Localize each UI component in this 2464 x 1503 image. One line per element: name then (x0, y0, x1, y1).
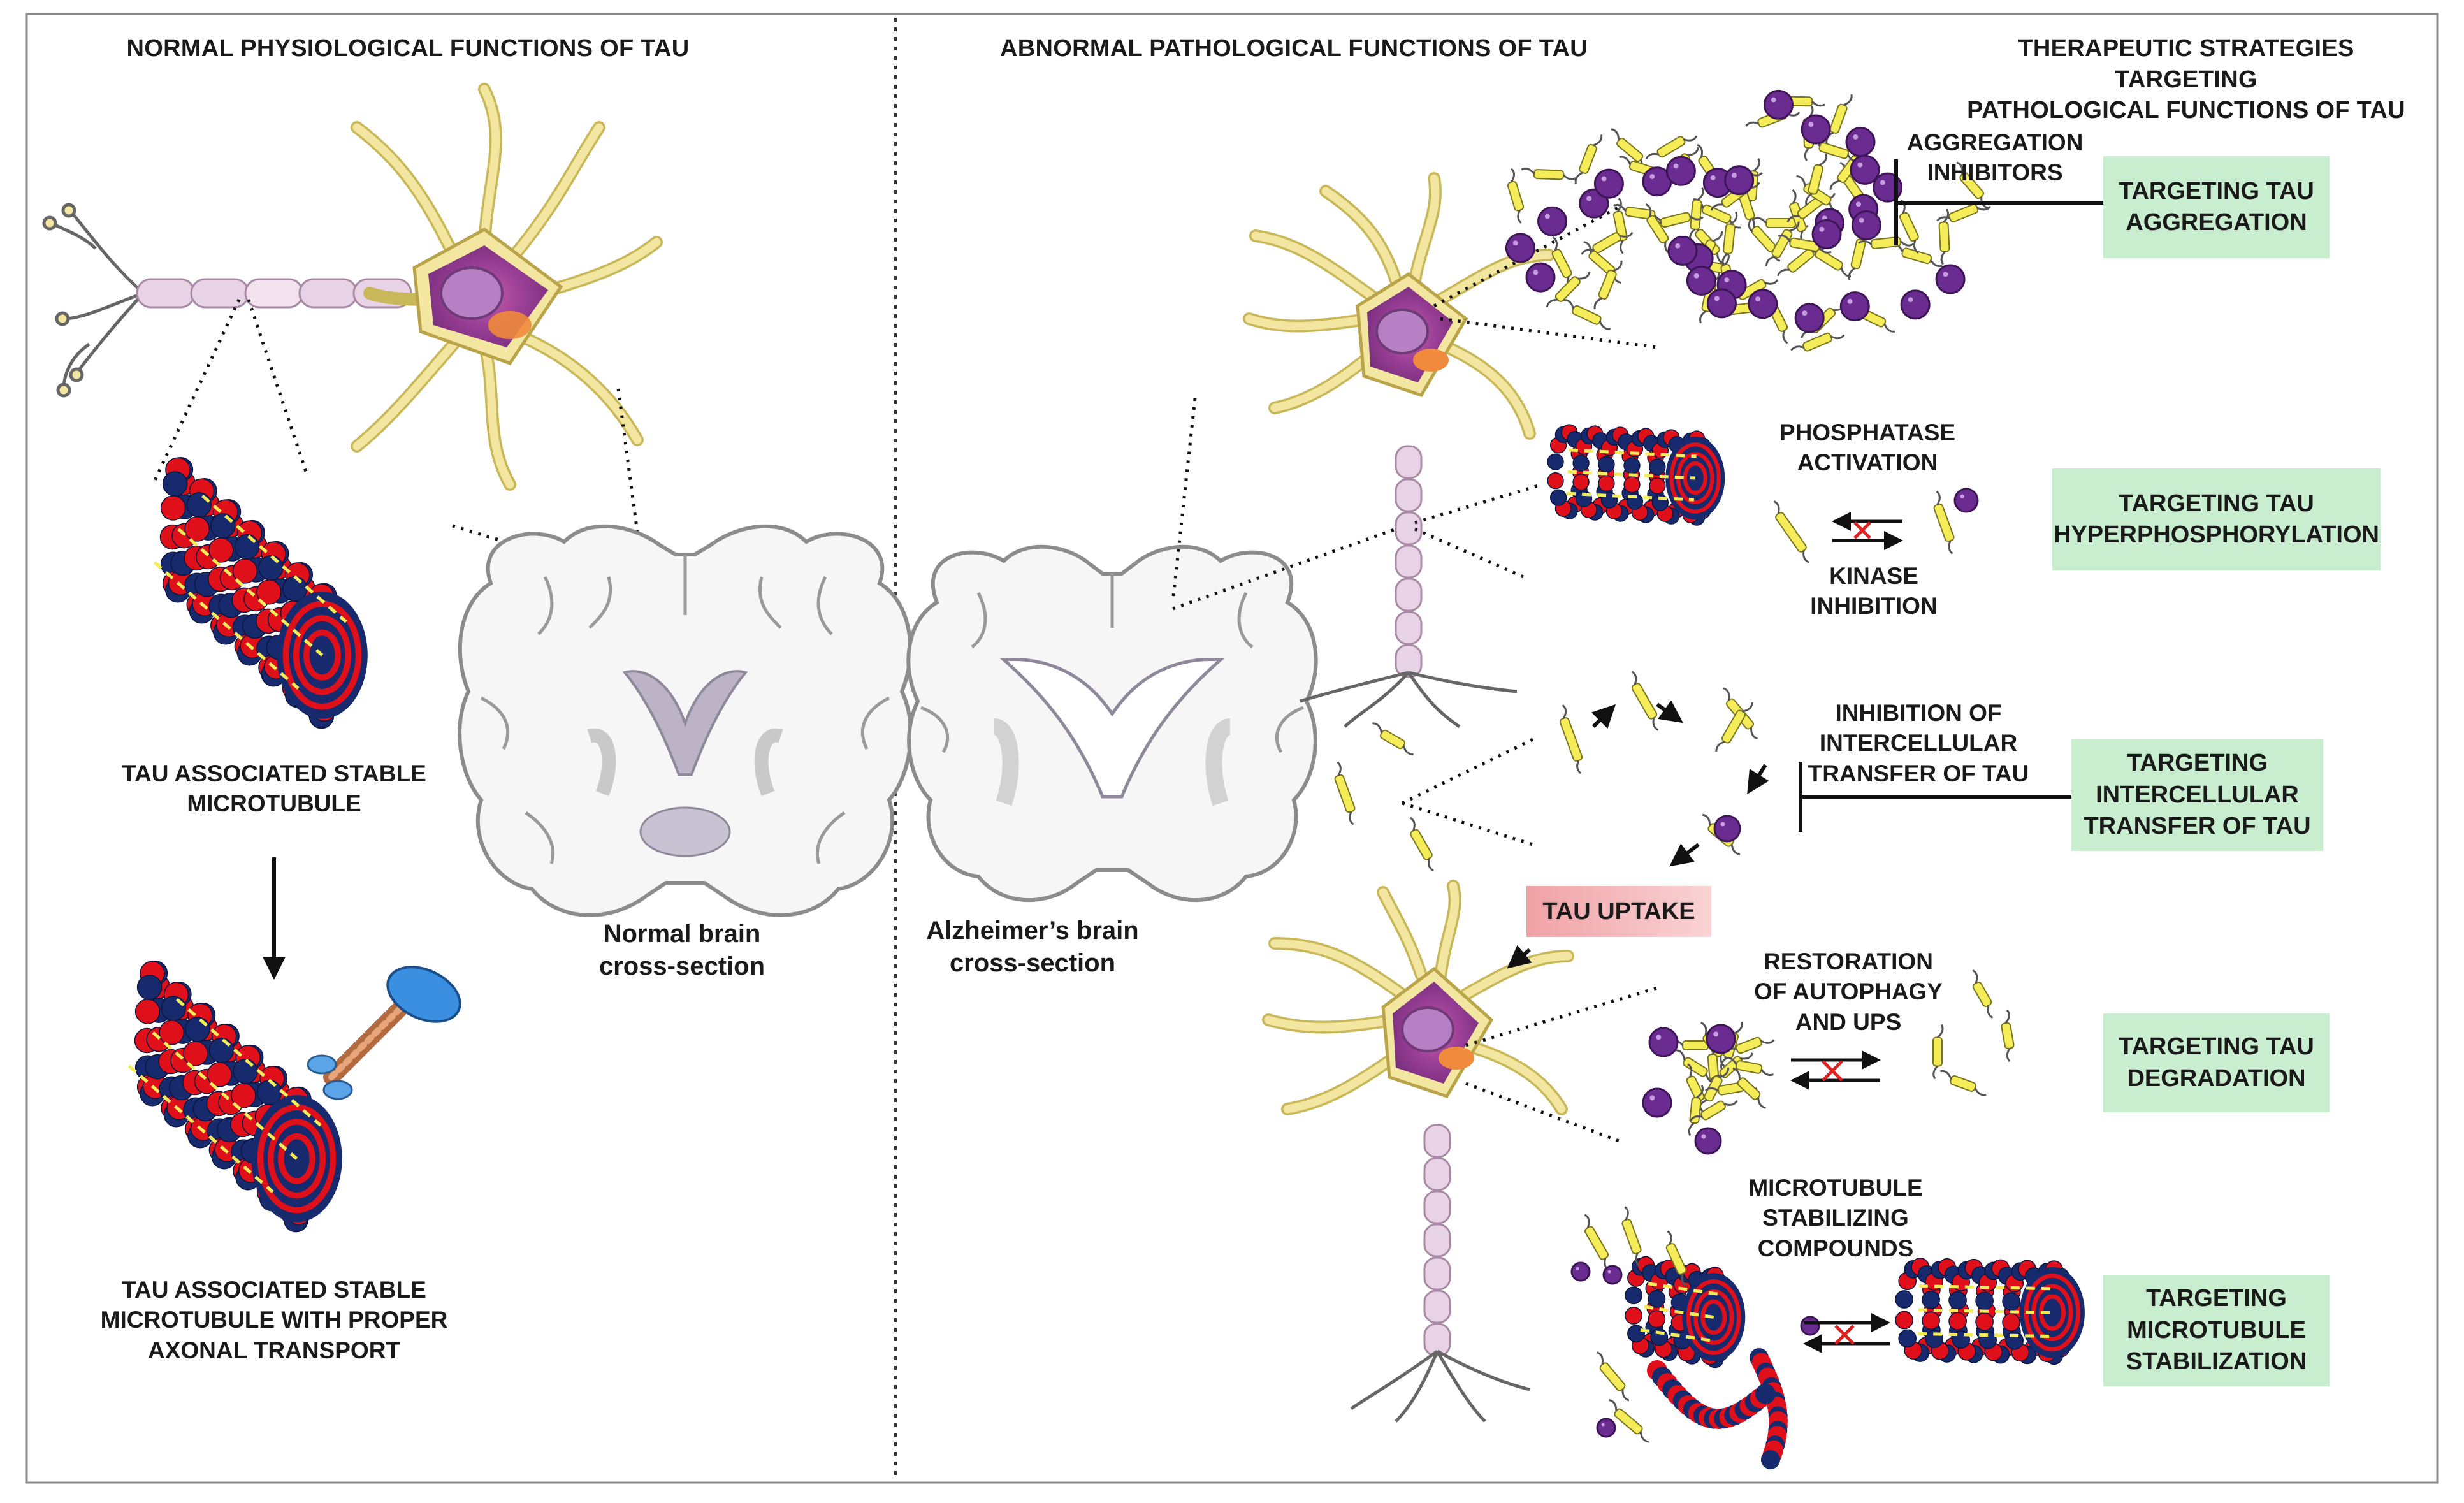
label-stable-microtubule: TAU ASSOCIATED STABLE MICROTUBULE (122, 760, 426, 817)
outer-frame (25, 13, 2439, 1484)
axon2-segments (1423, 1124, 1451, 1357)
motor-protein-cargo (307, 966, 461, 1100)
normal-brain (458, 524, 913, 917)
equilibrium-arrows-microtubule (1803, 1313, 1890, 1353)
microtubule-layer (127, 424, 2085, 1469)
microtubule-destabilized (1625, 1256, 1746, 1369)
label-aggregation-inhibitors: AGGREGATION INHIBITORS (1906, 129, 2084, 186)
strategy-aggregation: TARGETING TAU AGGREGATION (2103, 156, 2330, 258)
alzheimer-brain (906, 544, 1318, 903)
strategy-microtubule-stabilization: TARGETING MICROTUBULE STABILIZATION (2103, 1275, 2330, 1386)
header-abnormal: ABNORMAL PATHOLOGICAL FUNCTIONS OF TAU (1000, 35, 1588, 62)
normal-axon (136, 278, 412, 309)
caption-alzheimer-brain: Alzheimer’s brain cross-section (926, 917, 1139, 978)
label-mt-stabilizing: MICROTUBULE STABILIZING COMPOUNDS (1748, 1175, 1923, 1261)
inhibition-bar-transfer (1799, 762, 2071, 832)
zoom-lines-middle (1171, 205, 1658, 1143)
header-normal: NORMAL PHYSIOLOGICAL FUNCTIONS OF TAU (126, 35, 690, 62)
destabilized-tubulin-trail (1647, 1348, 1788, 1469)
alzheimer-neuron-2 (1262, 880, 1574, 1423)
equilibrium-arrows-degradation (1790, 1050, 1881, 1090)
label-axonal-transport: TAU ASSOCIATED STABLE MICROTUBULE WITH P… (100, 1277, 448, 1363)
label-phosphatase-activation: PHOSPHATASE ACTIVATION (1779, 419, 1956, 476)
microtubule-stabilized (1895, 1258, 2085, 1365)
label-kinase-inhibition: KINASE INHIBITION (1810, 563, 1938, 620)
label-intercellular-inhibition: INHIBITION OF INTERCELLULAR TRANSFER OF … (1808, 700, 2029, 787)
axon1-segments (1395, 445, 1423, 678)
header-therapeutic: THERAPEUTIC STRATEGIES TARGETING PATHOLO… (1967, 35, 2405, 124)
microtubule-hyperphosphorylation (1547, 424, 1725, 526)
tau-uptake-box: TAU UPTAKE (1526, 886, 1711, 937)
tau-particles-layer (1334, 89, 2015, 1443)
strategy-intercellular-transfer: TARGETING INTERCELLULAR TRANSFER OF TAU (2071, 739, 2323, 851)
normal-soma (351, 83, 663, 491)
label-autophagy-restoration: RESTORATION OF AUTOPHAGY AND UPS (1753, 948, 1943, 1035)
microtubule-normal-1 (153, 456, 368, 729)
alzheimer-neuron-1 (1243, 172, 1555, 729)
normal-neuron (42, 203, 145, 398)
inhibition-bar-aggregation (1894, 159, 2103, 245)
strategy-degradation: TARGETING TAU DEGRADATION (2103, 1013, 2330, 1112)
caption-normal-brain: Normal brain cross-section (598, 920, 765, 981)
strategy-hyperphosphorylation: TARGETING TAU HYPERPHOSPHORYLATION (2052, 468, 2381, 570)
transfer-arrows (1507, 700, 1769, 969)
microtubule-normal-2 (127, 960, 342, 1233)
equilibrium-arrows-phosphorylation (1832, 512, 1903, 550)
